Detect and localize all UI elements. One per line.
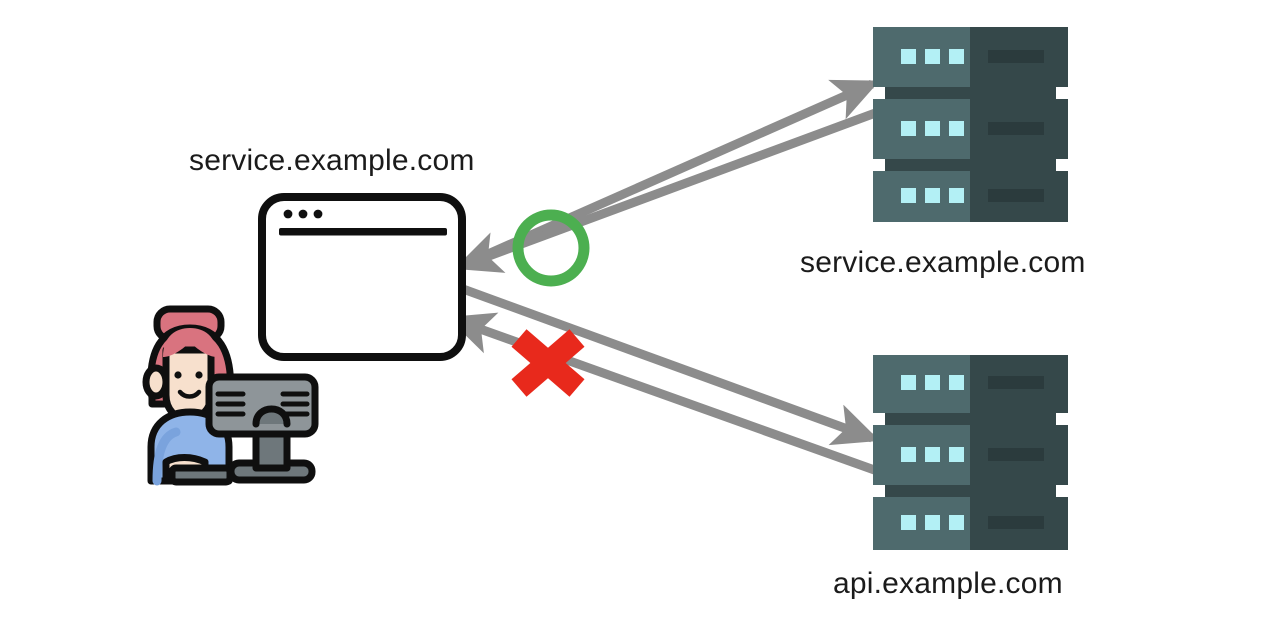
user-at-computer-illustration [142,305,319,486]
server-slot-bar [988,50,1044,63]
server-led [949,188,964,203]
browser-address-bar[interactable] [279,228,447,236]
server-led [901,188,916,203]
server-vent [885,87,1056,99]
server-led [925,515,940,530]
server-vent [885,413,1056,425]
browser-dot-3 [313,209,323,219]
server-led [949,121,964,136]
server-led [949,375,964,390]
keyboard [168,464,234,486]
server-slot-bar [988,448,1044,461]
server-led [901,49,916,64]
browser-dot-2 [298,209,308,219]
server-led [925,375,940,390]
server-led [901,447,916,462]
person-arm [152,427,181,486]
server-top-label: service.example.com [800,246,1086,279]
browser-window-frame [258,193,466,361]
server-led [925,49,940,64]
server-vent [885,485,1056,497]
server-led [949,49,964,64]
person-hair-fringe [163,328,217,357]
browser-dot-1 [283,209,293,219]
server-slot-bar [988,516,1044,529]
server-led [949,515,964,530]
server-led [901,121,916,136]
status-allowed-circle-icon [512,209,590,287]
browser-origin-label: service.example.com [189,144,475,177]
server-slot-bar [988,189,1044,202]
monitor-neck [252,405,291,428]
arrow-request-to-api [461,284,880,446]
server-led [925,121,940,136]
server-led [901,515,916,530]
server-led [901,375,916,390]
server-led [925,188,940,203]
status-blocked-cross-icon [511,329,585,397]
person-eye-right [195,371,203,379]
server-slot-bar [988,122,1044,135]
arrow-request-to-service [468,79,880,267]
server-bottom-label: api.example.com [833,567,1063,600]
monitor-screen-lines [215,391,310,417]
server-rack-api[interactable] [873,355,1068,550]
browser-window[interactable] [258,193,466,361]
person-smile [177,389,202,399]
server-rack-service[interactable] [873,27,1068,222]
server-vent [885,159,1056,171]
server-led [949,447,964,462]
arrow-response-from-service [454,107,880,273]
server-led [925,447,940,462]
person-eye-left [174,371,182,379]
server-slot-bar [988,376,1044,389]
